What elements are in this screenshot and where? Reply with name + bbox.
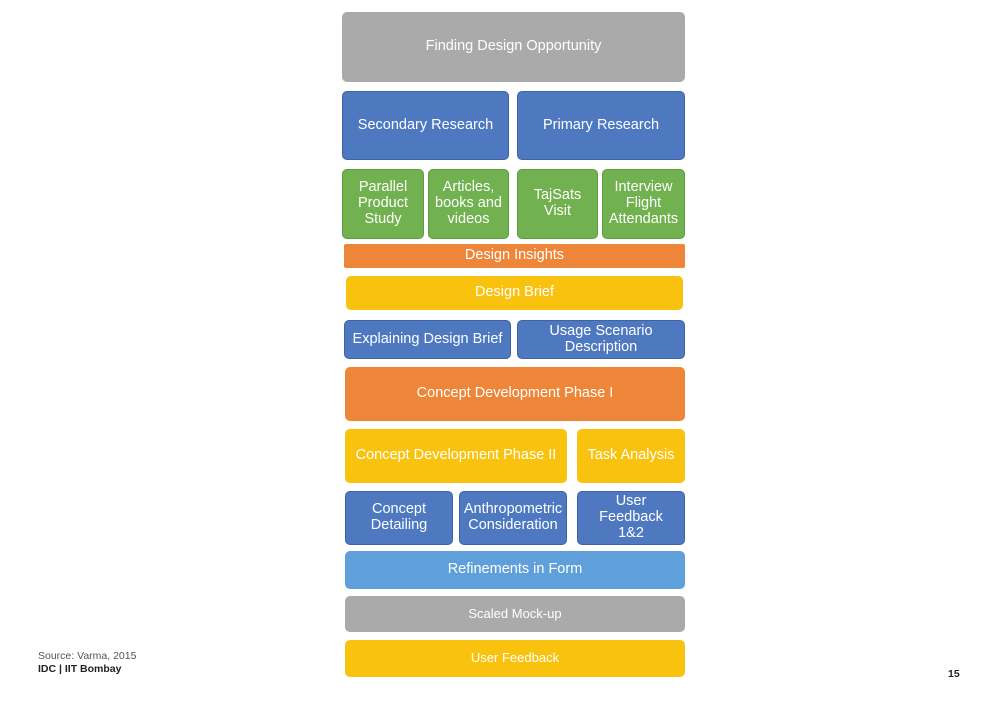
page-number: 15 [948, 668, 960, 680]
box-label: Secondary Research [357, 116, 494, 133]
usage-scenario-box: Usage Scenario Description [517, 320, 685, 359]
concept-development-phase-1-box: Concept Development Phase I [345, 367, 685, 421]
box-label: Primary Research [542, 116, 660, 133]
box-label: Anthropometric Consideration [463, 501, 563, 533]
user-feedback-box: User Feedback [345, 640, 685, 677]
scaled-mockup-box: Scaled Mock-up [345, 596, 685, 632]
anthropometric-consideration-box: Anthropometric Consideration [459, 491, 567, 545]
box-label: Interview Flight Attendants [608, 179, 679, 227]
task-analysis-box: Task Analysis [577, 429, 685, 483]
box-label: Scaled Mock-up [468, 605, 562, 621]
institution-brand: IDC | IIT Bombay [38, 663, 122, 675]
tajsats-visit-box: TajSats Visit [517, 169, 598, 239]
box-label: TajSats Visit [533, 187, 582, 219]
refinements-in-form-box: Refinements in Form [345, 551, 685, 589]
box-label: Finding Design Opportunity [425, 38, 602, 55]
box-label: Parallel Product Study [358, 179, 408, 227]
interview-flight-attendants-box: Interview Flight Attendants [602, 169, 685, 239]
box-label: Articles, books and videos [435, 179, 502, 227]
design-insights-box: Design Insights [344, 244, 685, 268]
explaining-design-brief-box: Explaining Design Brief [344, 320, 511, 359]
box-label: Explaining Design Brief [352, 330, 503, 347]
box-label: Refinements in Form [447, 561, 583, 578]
box-label: Usage Scenario Description [549, 322, 653, 355]
box-label: Concept Detailing [370, 501, 428, 533]
articles-books-videos-box: Articles, books and videos [428, 169, 509, 239]
box-label: Concept Development Phase I [416, 385, 614, 402]
box-label: Design Brief [475, 284, 554, 301]
box-label: User Feedback [470, 650, 560, 666]
box-label: Concept Development Phase II [355, 447, 557, 464]
design-brief-box: Design Brief [346, 276, 683, 310]
primary-research-box: Primary Research [517, 91, 685, 160]
user-feedback-1-2-box: User Feedback 1&2 [577, 491, 685, 545]
concept-detailing-box: Concept Detailing [345, 491, 453, 545]
concept-development-phase-2-box: Concept Development Phase II [345, 429, 567, 483]
box-label: Design Insights [464, 247, 565, 264]
finding-design-opportunity-box: Finding Design Opportunity [342, 12, 685, 82]
source-citation: Source: Varma, 2015 [38, 650, 137, 662]
parallel-product-study-box: Parallel Product Study [342, 169, 424, 239]
secondary-research-box: Secondary Research [342, 91, 509, 160]
box-label: User Feedback 1&2 [599, 493, 663, 541]
box-label: Task Analysis [587, 447, 675, 464]
